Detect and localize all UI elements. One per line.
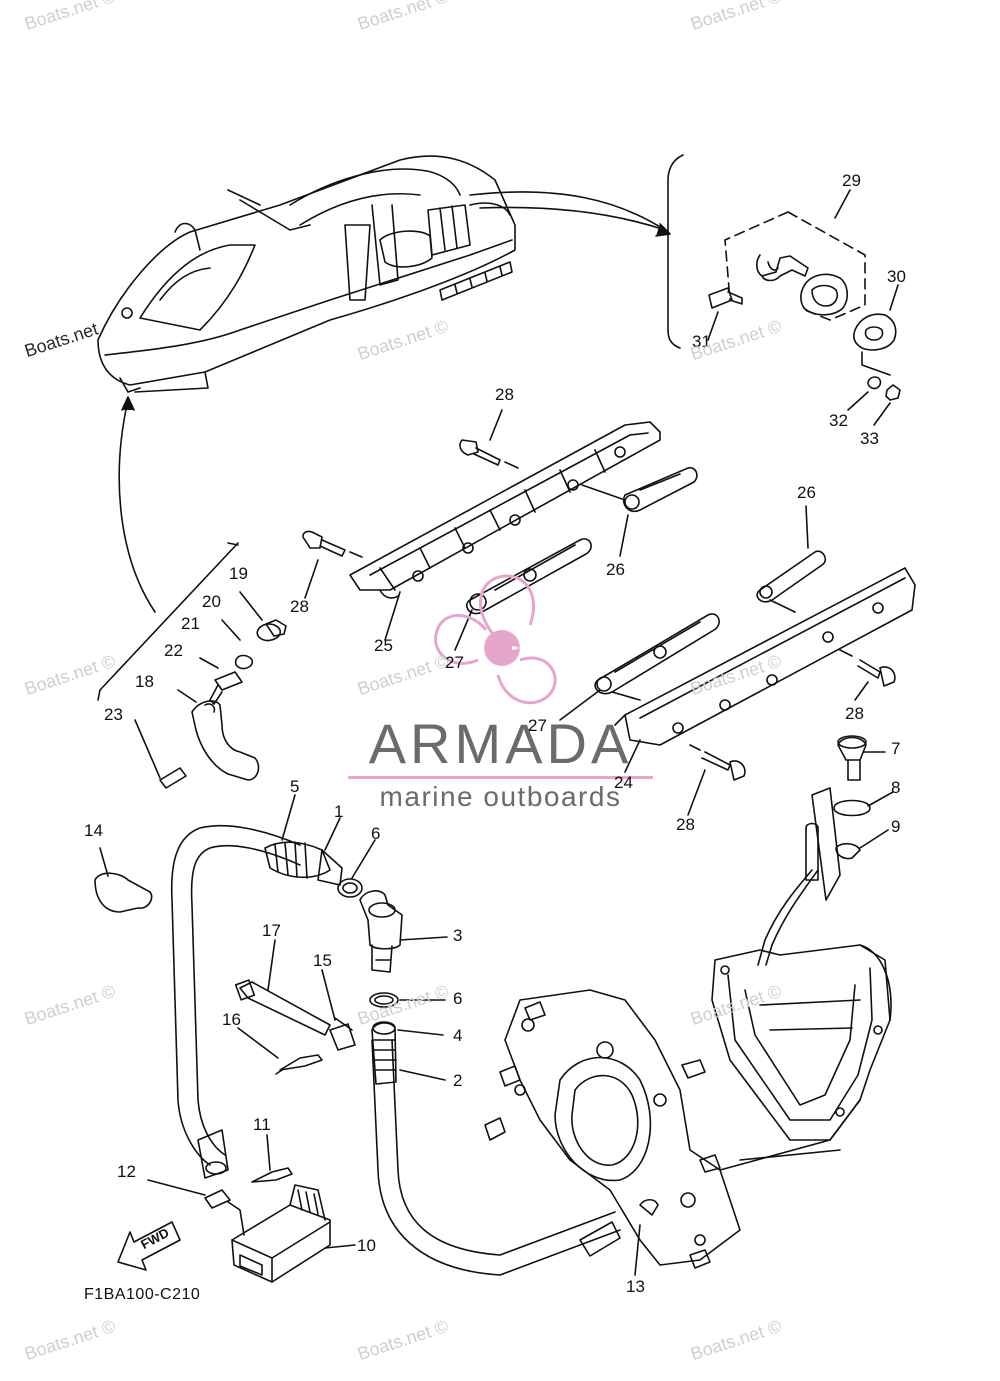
leader-arrow-to-flame-arrestor — [469, 191, 669, 233]
callout-3: 3 — [453, 926, 463, 945]
watercraft-hull — [97, 155, 516, 393]
hose-2 — [371, 1021, 621, 1276]
holder-15 — [329, 1017, 356, 1051]
link-27-lower — [594, 613, 720, 695]
diagram-code: F1BA100-C210 — [84, 1286, 201, 1303]
callout-1: 1 — [334, 802, 344, 821]
rivet-11 — [251, 1167, 293, 1183]
clip-12 — [204, 1189, 231, 1209]
fitting-3 — [359, 890, 403, 973]
callout-28d: 28 — [676, 815, 695, 834]
hose-5 — [170, 824, 343, 1179]
callout-2: 2 — [453, 1071, 463, 1090]
callout-10: 10 — [357, 1236, 376, 1255]
callout-7: 7 — [891, 739, 901, 758]
callout-30: 30 — [887, 267, 906, 286]
link-26-lower — [756, 550, 827, 603]
callout-28a: 28 — [495, 385, 514, 404]
leader-arrow-to-bracket — [118, 399, 156, 613]
lower-mount-rail — [614, 567, 916, 746]
callout-5: 5 — [290, 777, 300, 796]
drain-plug-7 — [837, 735, 867, 781]
link-27-upper — [466, 538, 592, 615]
bolt-28-upper-left — [302, 530, 363, 558]
clamp-9 — [835, 842, 861, 860]
brand-block: ARMADA marine outboards — [348, 716, 653, 811]
bolt-28-upper-right — [459, 439, 519, 469]
callout-32: 32 — [829, 411, 848, 430]
callout-21: 21 — [181, 614, 200, 633]
callout-29: 29 — [842, 171, 861, 190]
callout-9: 9 — [891, 817, 901, 836]
callout-15: 15 — [313, 951, 332, 970]
grommet-14 — [94, 872, 153, 913]
control-box-10 — [227, 1184, 331, 1283]
callout-24: 24 — [614, 773, 633, 792]
flame-arrestor-assembly — [707, 189, 901, 426]
rivet-16 — [275, 1054, 323, 1075]
callout-28c: 28 — [845, 704, 864, 723]
callout-22: 22 — [164, 641, 183, 660]
brand-tagline: marine outboards — [379, 781, 622, 812]
bolt-22 — [209, 671, 243, 705]
callout-27b: 27 — [528, 716, 547, 735]
clamp-6-lower — [369, 992, 399, 1008]
callout-18: 18 — [135, 672, 154, 691]
callout-31: 31 — [692, 332, 711, 351]
callout-8: 8 — [891, 778, 901, 797]
callout-23: 23 — [104, 705, 123, 724]
link-26-upper — [622, 466, 698, 513]
bolt-28-lower-mid — [689, 744, 746, 781]
callout-6b: 6 — [453, 989, 463, 1008]
callout-13: 13 — [626, 1277, 645, 1296]
callout-17: 17 — [262, 921, 281, 940]
callout-6a: 6 — [371, 824, 381, 843]
mounting-plate — [484, 989, 861, 1269]
callout-4: 4 — [453, 1026, 463, 1045]
fwd-arrow-icon — [117, 1221, 181, 1271]
propeller-logo-icon — [434, 574, 557, 705]
callout-26a: 26 — [606, 560, 625, 579]
upper-mount-rail — [349, 421, 661, 599]
callout-33: 33 — [860, 429, 879, 448]
callout-25: 25 — [374, 636, 393, 655]
callout-12: 12 — [117, 1162, 136, 1181]
callout-28b: 28 — [290, 597, 309, 616]
brand-divider — [348, 776, 653, 779]
clamp-6-upper — [337, 878, 363, 898]
washer-8 — [833, 799, 871, 817]
callout-27a: 27 — [445, 653, 464, 672]
jet-housing — [711, 944, 892, 1141]
callout-11: 11 — [253, 1115, 271, 1134]
bracket-18 — [191, 700, 260, 781]
callout-20: 20 — [202, 592, 221, 611]
callout-26b: 26 — [797, 483, 816, 502]
callout-14: 14 — [84, 821, 103, 840]
callout-19: 19 — [229, 564, 248, 583]
tie-wrap-17 — [234, 979, 331, 1036]
bolt-28-lower-right — [839, 649, 896, 687]
brand-name: ARMADA — [368, 712, 633, 775]
callout-16: 16 — [222, 1010, 241, 1029]
